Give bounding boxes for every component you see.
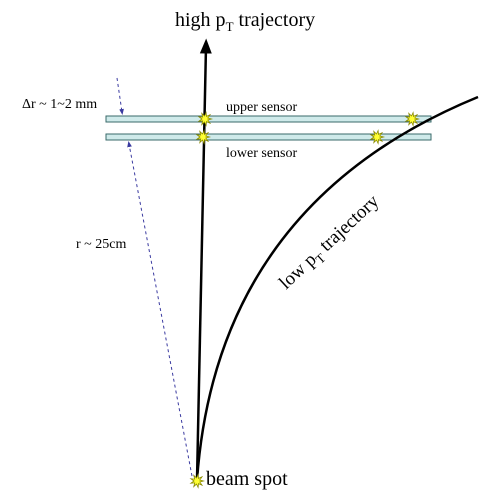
hit-high-lower-icon [195,129,212,145]
hit-high-upper-icon [197,111,214,127]
low-pt-label: low pT trajectory [275,190,386,295]
radius-arrow [127,141,193,477]
delta-r-label: Δr ~ 1~2 mm [22,97,97,112]
low-pt-trajectory [195,95,479,481]
high-pt-label: high pT trajectory [175,9,315,34]
beam-spot-label: beam spot [206,468,288,490]
hit-markers [189,111,421,489]
radius-label: r ~ 25cm [76,237,126,252]
beam-spot-hit-icon [189,473,206,489]
hit-low-lower-icon [369,129,386,145]
lower-sensor-strip [105,133,432,141]
delta-r-arrow [116,77,124,115]
hit-low-upper-icon [404,111,421,127]
upper-sensor-label: upper sensor [226,100,297,115]
upper-sensor-strip [105,115,432,123]
lower-sensor-label: lower sensor [226,146,297,161]
